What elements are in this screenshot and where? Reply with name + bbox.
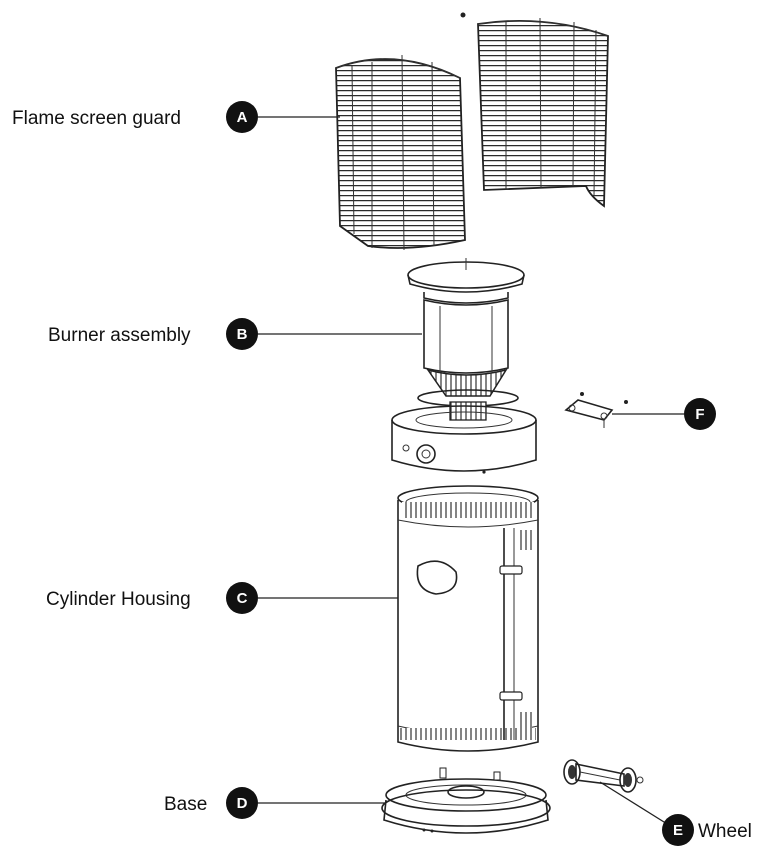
label-base: Base bbox=[164, 794, 207, 815]
flame-screen-guard-illustration bbox=[335, 12, 609, 251]
badge-e-circle bbox=[662, 814, 694, 846]
badge-f-circle bbox=[684, 398, 716, 430]
screw-dot bbox=[460, 12, 466, 18]
label-flame-screen-guard: Flame screen guard bbox=[12, 108, 181, 129]
leader-lines bbox=[258, 116, 684, 828]
callout-e: E Wheel bbox=[662, 814, 752, 846]
badge-a-letter: A bbox=[237, 109, 248, 126]
guard-half-left bbox=[335, 54, 466, 251]
callout-b: Burner assembly B bbox=[48, 318, 258, 350]
bracket-part-illustration bbox=[564, 392, 628, 428]
badge-d-letter: D bbox=[237, 795, 248, 812]
badge-e-letter: E bbox=[673, 822, 683, 839]
badge-b-letter: B bbox=[237, 326, 248, 343]
badge-f-letter: F bbox=[695, 406, 704, 423]
callout-f: F bbox=[684, 398, 716, 430]
leader-line-e bbox=[599, 781, 673, 828]
wheel-axle-illustration bbox=[563, 759, 644, 793]
label-burner-assembly: Burner assembly bbox=[48, 325, 191, 346]
badge-d-circle bbox=[226, 787, 258, 819]
base-illustration bbox=[381, 767, 551, 834]
label-wheel: Wheel bbox=[698, 821, 752, 842]
guard-half-right bbox=[477, 17, 609, 208]
cylinder-housing-illustration bbox=[397, 485, 539, 752]
badge-a-circle bbox=[226, 101, 258, 133]
label-cylinder-housing: Cylinder Housing bbox=[46, 589, 191, 610]
callout-a: Flame screen guard A bbox=[12, 101, 258, 133]
callout-d: Base D bbox=[164, 787, 258, 819]
badge-b-circle bbox=[226, 318, 258, 350]
callout-c: Cylinder Housing C bbox=[46, 582, 258, 614]
badge-c-letter: C bbox=[237, 590, 248, 607]
burner-assembly-illustration bbox=[391, 258, 537, 474]
badge-c-circle bbox=[226, 582, 258, 614]
